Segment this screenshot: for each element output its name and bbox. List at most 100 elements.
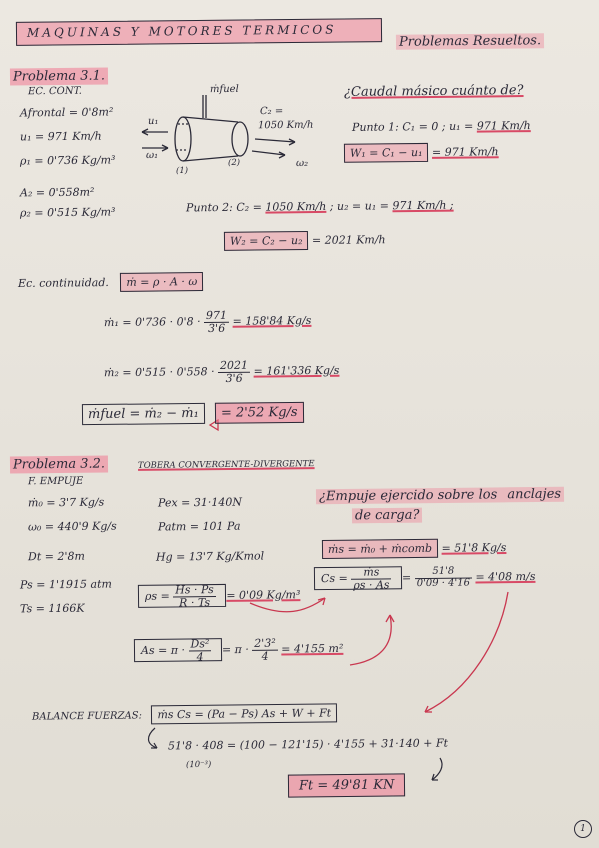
p2-as-lhs: As = π · (140, 643, 186, 658)
p1-ec-cont-line: Ec. continuidad. ṁ = ρ · A · ω (17, 272, 204, 292)
p2-question-1b: anclajes (504, 486, 565, 503)
p2-ms-value: = 51'8 Kg/s (441, 541, 507, 555)
p2-m0: ṁ₀ = 3'7 Kg/s (27, 495, 105, 510)
p1-m2-result: = 161'336 Kg/s (253, 363, 340, 378)
header-title: MAQUINAS Y MOTORES TERMICOS (26, 22, 337, 40)
p2-substitution-factor: (10⁻³) (185, 759, 212, 771)
diagram-w1-label: ω₁ (145, 149, 159, 162)
p1-punto1: Punto 1: C₁ = 0 ; u₁ = 971 Km/h (352, 119, 531, 134)
p2-hg: Hg = 13'7 Kg/Kmol (155, 549, 265, 564)
p1-punto2-label: Punto 2: (185, 200, 233, 215)
p1-m1-result: = 158'84 Kg/s (232, 313, 312, 328)
p1-m2-den: 3'6 (225, 371, 243, 385)
p1-punto2-c2: 1050 Km/h (265, 199, 327, 214)
header-title-box: MAQUINAS Y MOTORES TERMICOS (15, 18, 383, 46)
header-subtitle: Problemas Resueltos. (395, 33, 545, 50)
p1-question: ¿Caudal másico cuánto de? (343, 83, 524, 100)
p1-w2-value: = 2021 Km/h (311, 233, 386, 247)
p2-pex: Pex = 31·140N (157, 495, 243, 510)
p2-cs-result: = 4'08 m/s (475, 569, 536, 584)
p1-w2-line: W₂ = C₂ − u₂ = 2021 Km/h (223, 230, 386, 251)
p1-m1-den: 3'6 (208, 321, 226, 335)
p2-ms-line: ṁs = ṁ₀ + ṁcomb = 51'8 Kg/s (321, 538, 507, 559)
diagram-u1-label: u₁ (147, 115, 159, 128)
p1-a2: A₂ = 0'558m² (19, 185, 95, 200)
diagram-c2-label: C₂ = (259, 105, 284, 118)
p2-as-den-2: 4 (261, 649, 269, 663)
p2-question-1: ¿Empuje ejercido sobre los (315, 487, 505, 505)
p2-dt: Dt = 2'8m (27, 549, 85, 564)
p1-mfuel-box: ṁfuel = ṁ₂ − ṁ₁ (81, 402, 205, 426)
p2-ts: Ts = 1166K (19, 601, 85, 616)
p1-w1-line: W₁ = C₁ − u₁ = 971 Km/h (343, 142, 499, 163)
p2-subheading: TOBERA CONVERGENTE-DIVERGENTE (137, 459, 315, 471)
p2-ps: Ps = 1'1915 atm (19, 577, 112, 592)
p2-as-result: = 4'155 m² (281, 641, 344, 656)
p2-ft-line: Ft = 49'81 KN (287, 773, 406, 798)
p1-m1-lhs: ṁ₁ = 0'736 · 0'8 · (103, 315, 201, 330)
p2-as-num: Ds² (188, 637, 212, 652)
p2-balance-label: BALANCE FUERZAS: (31, 710, 142, 723)
p2-as-den: 4 (196, 649, 204, 663)
diagram-mfuel-label: ṁfuel (209, 83, 239, 96)
p1-subheading: EC. CONT. (27, 85, 82, 98)
p1-punto2-eq: C₂ = (236, 200, 266, 214)
p1-w1-box: W₁ = C₁ − u₁ (343, 142, 429, 163)
p2-balance-line: BALANCE FUERZAS: ṁs Cs = (Pa − Ps) As + … (31, 703, 338, 725)
p2-cs-lhs: Cs = (320, 571, 348, 586)
diagram-section-1: (1) (175, 165, 189, 177)
p2-w0: ω₀ = 440'9 Kg/s (27, 519, 117, 534)
p1-punto1-value: 971 Km/h (476, 119, 531, 133)
p1-punto1-eq: C₁ = 0 ; u₁ = (402, 119, 477, 134)
p1-m2-num: 2021 (217, 359, 251, 373)
p2-subheading-2: F. EMPUJE (27, 475, 84, 488)
p1-w2-box: W₂ = C₂ − u₂ (223, 230, 309, 251)
red-arrows (208, 418, 509, 713)
p1-punto2: Punto 2: C₂ = 1050 Km/h ; u₂ = u₁ = 971 … (186, 199, 454, 215)
p1-heading: Problema 3.1. (9, 67, 109, 86)
p2-heading: Problema 3.2. (9, 455, 109, 474)
p2-balance-box: ṁs Cs = (Pa − Ps) As + W + Ft (151, 703, 338, 725)
p1-ec-cont-label: Ec. continuidad. (17, 276, 109, 290)
p2-question-line-1: ¿Empuje ejercido sobre los anclajes (315, 486, 565, 505)
p2-rhos-result: = 0'09 Kg/m³ (226, 588, 301, 602)
p1-rho1: ρ₁ = 0'736 Kg/m³ (19, 153, 116, 168)
p1-m2-lhs: ṁ₂ = 0'515 · 0'558 · (103, 365, 215, 380)
p1-m1-num: 971 (203, 309, 230, 323)
p2-rhos-num: Hs · Ps (173, 583, 216, 598)
p2-cs-num: ṁs (351, 565, 392, 580)
p1-ec-cont-box: ṁ = ρ · A · ω (120, 272, 204, 292)
p2-ms-box: ṁs = ṁ₀ + ṁcomb (321, 538, 439, 559)
p1-punto2-u2-value: 971 Km/h ; (392, 198, 454, 213)
p1-mfuel-result: = 2'52 Kg/s (214, 401, 304, 424)
p2-rhos-lhs: ρs = (144, 589, 170, 603)
p1-punto2-u2: ; u₂ = u₁ = (329, 199, 393, 213)
nozzle-diagram (141, 95, 296, 162)
p2-patm: Patm = 101 Pa (157, 519, 241, 534)
diagram-section-2: (2) (227, 157, 241, 169)
p2-question-2: de carga? (351, 507, 423, 524)
p1-rho2: ρ₂ = 0'515 Kg/m³ (19, 205, 116, 220)
p2-rhos-den: R · Ts (179, 595, 211, 609)
ink-arrows (147, 727, 443, 781)
p1-a-frontal: Afrontal = 0'8m² (19, 105, 114, 120)
p2-cs-den: ρs · As (353, 577, 390, 592)
p1-u1: u₁ = 971 Km/h (19, 129, 102, 144)
diagram-w2-label: ω₂ (295, 157, 309, 170)
p2-as-num-2: 2'3² (252, 637, 278, 651)
